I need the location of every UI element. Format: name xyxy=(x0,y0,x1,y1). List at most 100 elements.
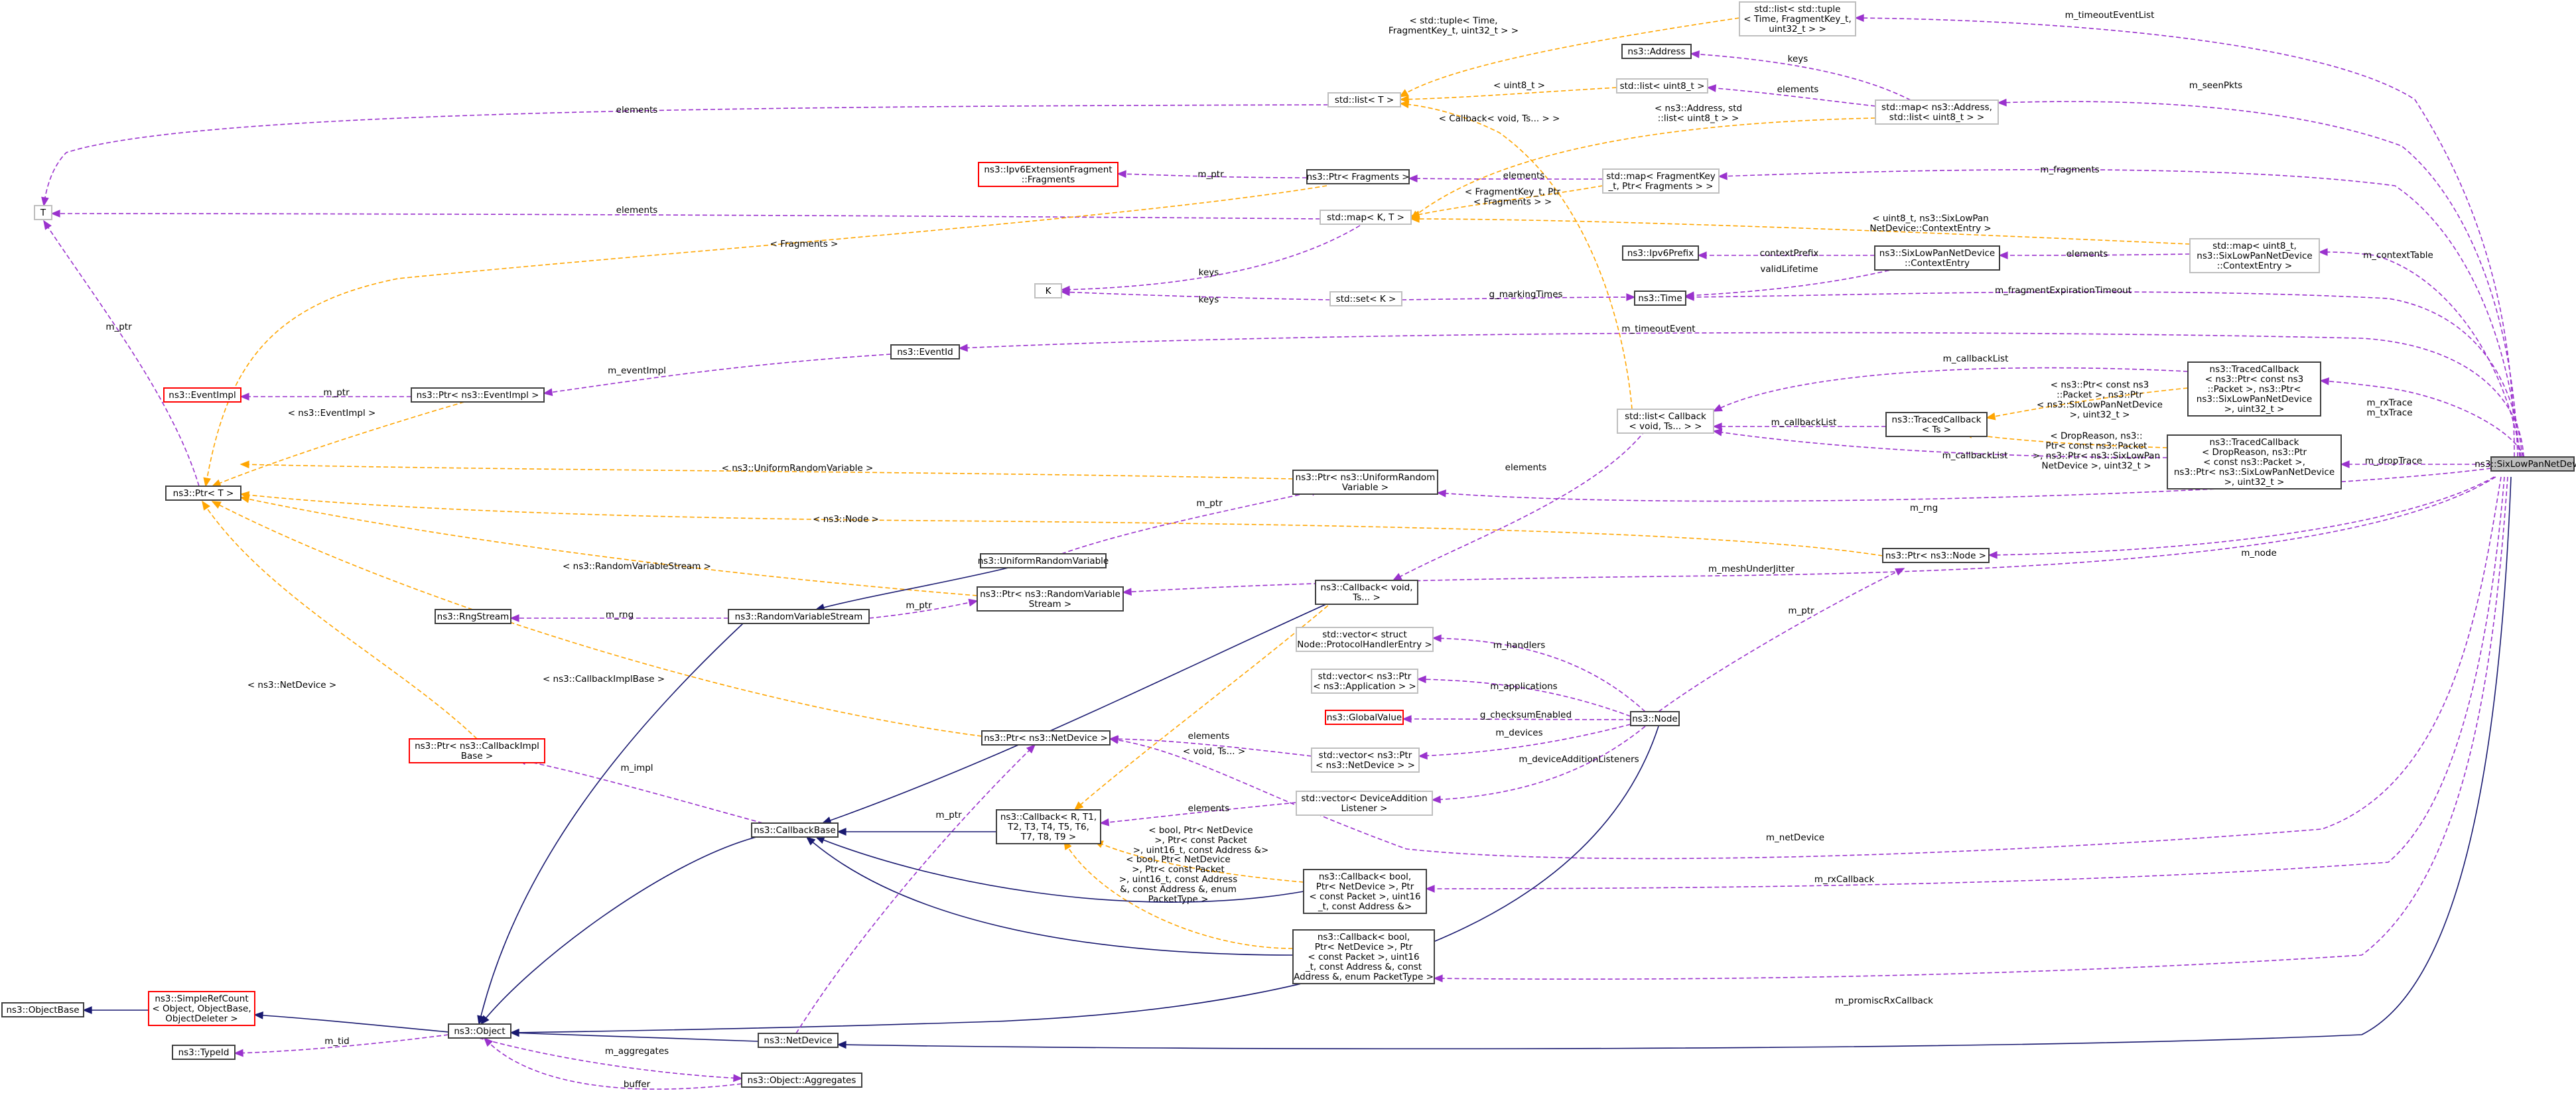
class-node-ipv6frag[interactable]: ns3::Ipv6ExtensionFragment::Fragments xyxy=(978,162,1119,187)
class-node-cbR[interactable]: ns3::Callback< R, T1,T2, T3, T4, T5, T6,… xyxy=(996,809,1101,844)
class-node-tc1[interactable]: ns3::TracedCallback< ns3::Ptr< const ns3… xyxy=(2187,361,2321,417)
edge-label: m_contextTable xyxy=(2363,250,2433,261)
class-node-ipv6prefix[interactable]: ns3::Ipv6Prefix xyxy=(1622,245,1699,261)
class-node-listU8[interactable]: std::list< uint8_t > xyxy=(1616,78,1708,94)
class-node-ptrRVS[interactable]: ns3::Ptr< ns3::RandomVariableStream > xyxy=(977,586,1124,612)
class-name-line: _t, const Address &> xyxy=(1318,901,1412,912)
edge-arrowhead xyxy=(239,393,249,401)
class-node-time[interactable]: ns3::Time xyxy=(1634,291,1686,306)
class-node-sixlowpan[interactable]: ns3::SixLowPanNetDevice xyxy=(2474,456,2576,472)
class-node-ptrEventImpl[interactable]: ns3::Ptr< ns3::EventImpl > xyxy=(411,387,545,403)
edge-label: m_node xyxy=(2241,548,2277,558)
edge-arrowhead xyxy=(1718,172,1728,180)
edge-label: m_callbackList xyxy=(1942,450,2008,461)
class-node-simpleRef[interactable]: ns3::SimpleRefCount< Object, ObjectBase,… xyxy=(148,991,255,1026)
class-node-tel[interactable]: std::list< std::tuple< Time, FragmentKey… xyxy=(1739,1,1856,36)
edge-label: >, uint16_t, const Address &> xyxy=(1133,845,1269,856)
edge-label: ::Packet >, ns3::Ptr xyxy=(2057,390,2143,401)
class-node-tcTs[interactable]: ns3::TracedCallback< Ts > xyxy=(1885,412,1988,437)
class-node-urv[interactable]: ns3::UniformRandomVariable xyxy=(978,553,1109,568)
edge-label: < ns3::UniformRandomVariable > xyxy=(722,463,874,474)
class-box xyxy=(751,822,839,838)
class-node-rvs[interactable]: ns3::RandomVariableStream xyxy=(728,609,870,624)
edge-line xyxy=(1855,17,2515,458)
class-node-objectBase[interactable]: ns3::ObjectBase xyxy=(1,1002,84,1017)
class-node-T[interactable]: T xyxy=(34,205,52,220)
class-node-K[interactable]: K xyxy=(1034,283,1062,298)
class-node-ptrCbImpl[interactable]: ns3::Ptr< ns3::CallbackImplBase > xyxy=(409,738,545,763)
edge-label: elements xyxy=(1505,462,1547,473)
class-name-line: ns3::Callback< void, xyxy=(1320,582,1412,593)
class-box xyxy=(1630,711,1680,726)
class-box xyxy=(1311,748,1420,773)
class-node-listT[interactable]: std::list< T > xyxy=(1327,92,1401,107)
class-node-vecApps[interactable]: std::vector< ns3::Ptr< ns3::Application … xyxy=(1311,669,1418,694)
class-node-ptrFrag[interactable]: ns3::Ptr< Fragments > xyxy=(1306,169,1410,184)
edge-label: m_ptr xyxy=(105,322,132,332)
edge-usage-mapAddr-to-listU8: elements xyxy=(1706,84,1876,107)
edge-label: FragmentKey_t, uint32_t > > xyxy=(1389,26,1519,36)
class-name-line: Stream > xyxy=(1029,599,1071,610)
edge-arrowhead xyxy=(477,1015,485,1025)
edge-line xyxy=(202,501,478,740)
edge-arrowhead xyxy=(253,1011,263,1019)
class-node-ptrT[interactable]: ns3::Ptr< T > xyxy=(165,486,241,501)
edge-label: < ns3::CallbackImplBase > xyxy=(543,674,665,684)
class-node-ctxEntry[interactable]: ns3::SixLowPanNetDevice::ContextEntry xyxy=(1874,245,2000,271)
class-node-ptrURV[interactable]: ns3::Ptr< ns3::UniformRandomVariable > xyxy=(1292,470,1438,495)
class-box xyxy=(409,738,545,763)
edge-label: elements xyxy=(1188,803,1230,814)
edge-arrowhead xyxy=(1402,715,1412,723)
class-box xyxy=(1320,210,1412,225)
edge-label: elements xyxy=(1777,84,1819,95)
edge-label: m_eventImpl xyxy=(608,365,666,376)
class-node-typeId[interactable]: ns3::TypeId xyxy=(172,1045,236,1060)
class-node-eventId[interactable]: ns3::EventId xyxy=(890,344,960,359)
class-node-setK[interactable]: std::set< K > xyxy=(1329,291,1402,306)
class-node-netDevice[interactable]: ns3::NetDevice xyxy=(758,1033,839,1048)
class-node-aggregates[interactable]: ns3::Object::Aggregates xyxy=(741,1072,862,1088)
edge-line xyxy=(822,600,1334,824)
edge-arrowhead xyxy=(1399,95,1409,103)
class-node-cbBase[interactable]: ns3::CallbackBase xyxy=(751,822,839,838)
edge-inherit-sixlowpan-to-netDevice xyxy=(837,476,2512,1050)
class-node-mapCtx[interactable]: std::map< uint8_t,ns3::SixLowPanNetDevic… xyxy=(2189,238,2320,273)
class-node-cbBool1[interactable]: ns3::Callback< bool,Ptr< NetDevice >, Pt… xyxy=(1303,869,1427,914)
class-node-cbVoid[interactable]: ns3::Callback< void,Ts... > xyxy=(1315,580,1418,605)
edge-line xyxy=(240,464,1294,480)
class-node-mapKT[interactable]: std::map< K, T > xyxy=(1320,210,1412,225)
class-box xyxy=(1882,548,1990,563)
class-node-rngStream[interactable]: ns3::RngStream xyxy=(435,609,511,624)
class-node-vecHandlers[interactable]: std::vector< structNode::ProtocolHandler… xyxy=(1296,627,1434,652)
edge-template-mapCtx-to-mapKT: < uint8_t, ns3::SixLowPanNetDevice::Cont… xyxy=(1410,214,2191,245)
class-node-eventImpl[interactable]: ns3::EventImpl xyxy=(163,387,241,403)
edge-line xyxy=(240,493,1883,556)
edge-template-cbBool1-to-cbR: < bool, Ptr< NetDevice>, Ptr< const Pack… xyxy=(1093,825,1304,883)
edge-arrowhead xyxy=(1712,422,1722,430)
edge-label: m_handlers xyxy=(1493,640,1546,651)
class-node-node[interactable]: ns3::Node xyxy=(1630,711,1680,726)
class-node-address[interactable]: ns3::Address xyxy=(1621,44,1692,59)
edge-arrowhead xyxy=(1410,215,1420,223)
edge-line xyxy=(1074,600,1334,811)
class-node-listCb[interactable]: std::list< Callback< void, Ts... > > xyxy=(1617,409,1714,434)
class-node-globalValue[interactable]: ns3::GlobalValue xyxy=(1325,710,1404,725)
class-node-vecNetDev[interactable]: std::vector< ns3::Ptr< ns3::NetDevice > … xyxy=(1311,748,1420,773)
edge-label: m_devices xyxy=(1495,728,1542,738)
class-name-line: ns3::UniformRandomVariable xyxy=(978,556,1109,566)
class-node-mapFK[interactable]: std::map< FragmentKey_t, Ptr< Fragments … xyxy=(1602,168,1720,194)
edge-line xyxy=(1122,476,2496,593)
edge-arrowhead xyxy=(1895,568,1905,576)
class-node-object[interactable]: ns3::Object xyxy=(448,1023,511,1039)
edge-usage-mapCtx-to-ctxEntry: elements xyxy=(1998,249,2191,259)
class-node-ptrNetDev[interactable]: ns3::Ptr< ns3::NetDevice > xyxy=(981,730,1111,746)
class-node-mapAddr[interactable]: std::map< ns3::Address,std::list< uint8_… xyxy=(1875,99,1999,125)
class-name-line: ::ContextEntry xyxy=(1905,258,1970,269)
edge-arrowhead xyxy=(41,196,49,207)
class-node-cbBool2[interactable]: ns3::Callback< bool,Ptr< NetDevice >, Pt… xyxy=(1292,929,1435,984)
class-node-tc2[interactable]: ns3::TracedCallback< DropReason, ns3::Pt… xyxy=(2167,434,2342,489)
class-node-ptrNode[interactable]: ns3::Ptr< ns3::Node > xyxy=(1882,548,1990,563)
